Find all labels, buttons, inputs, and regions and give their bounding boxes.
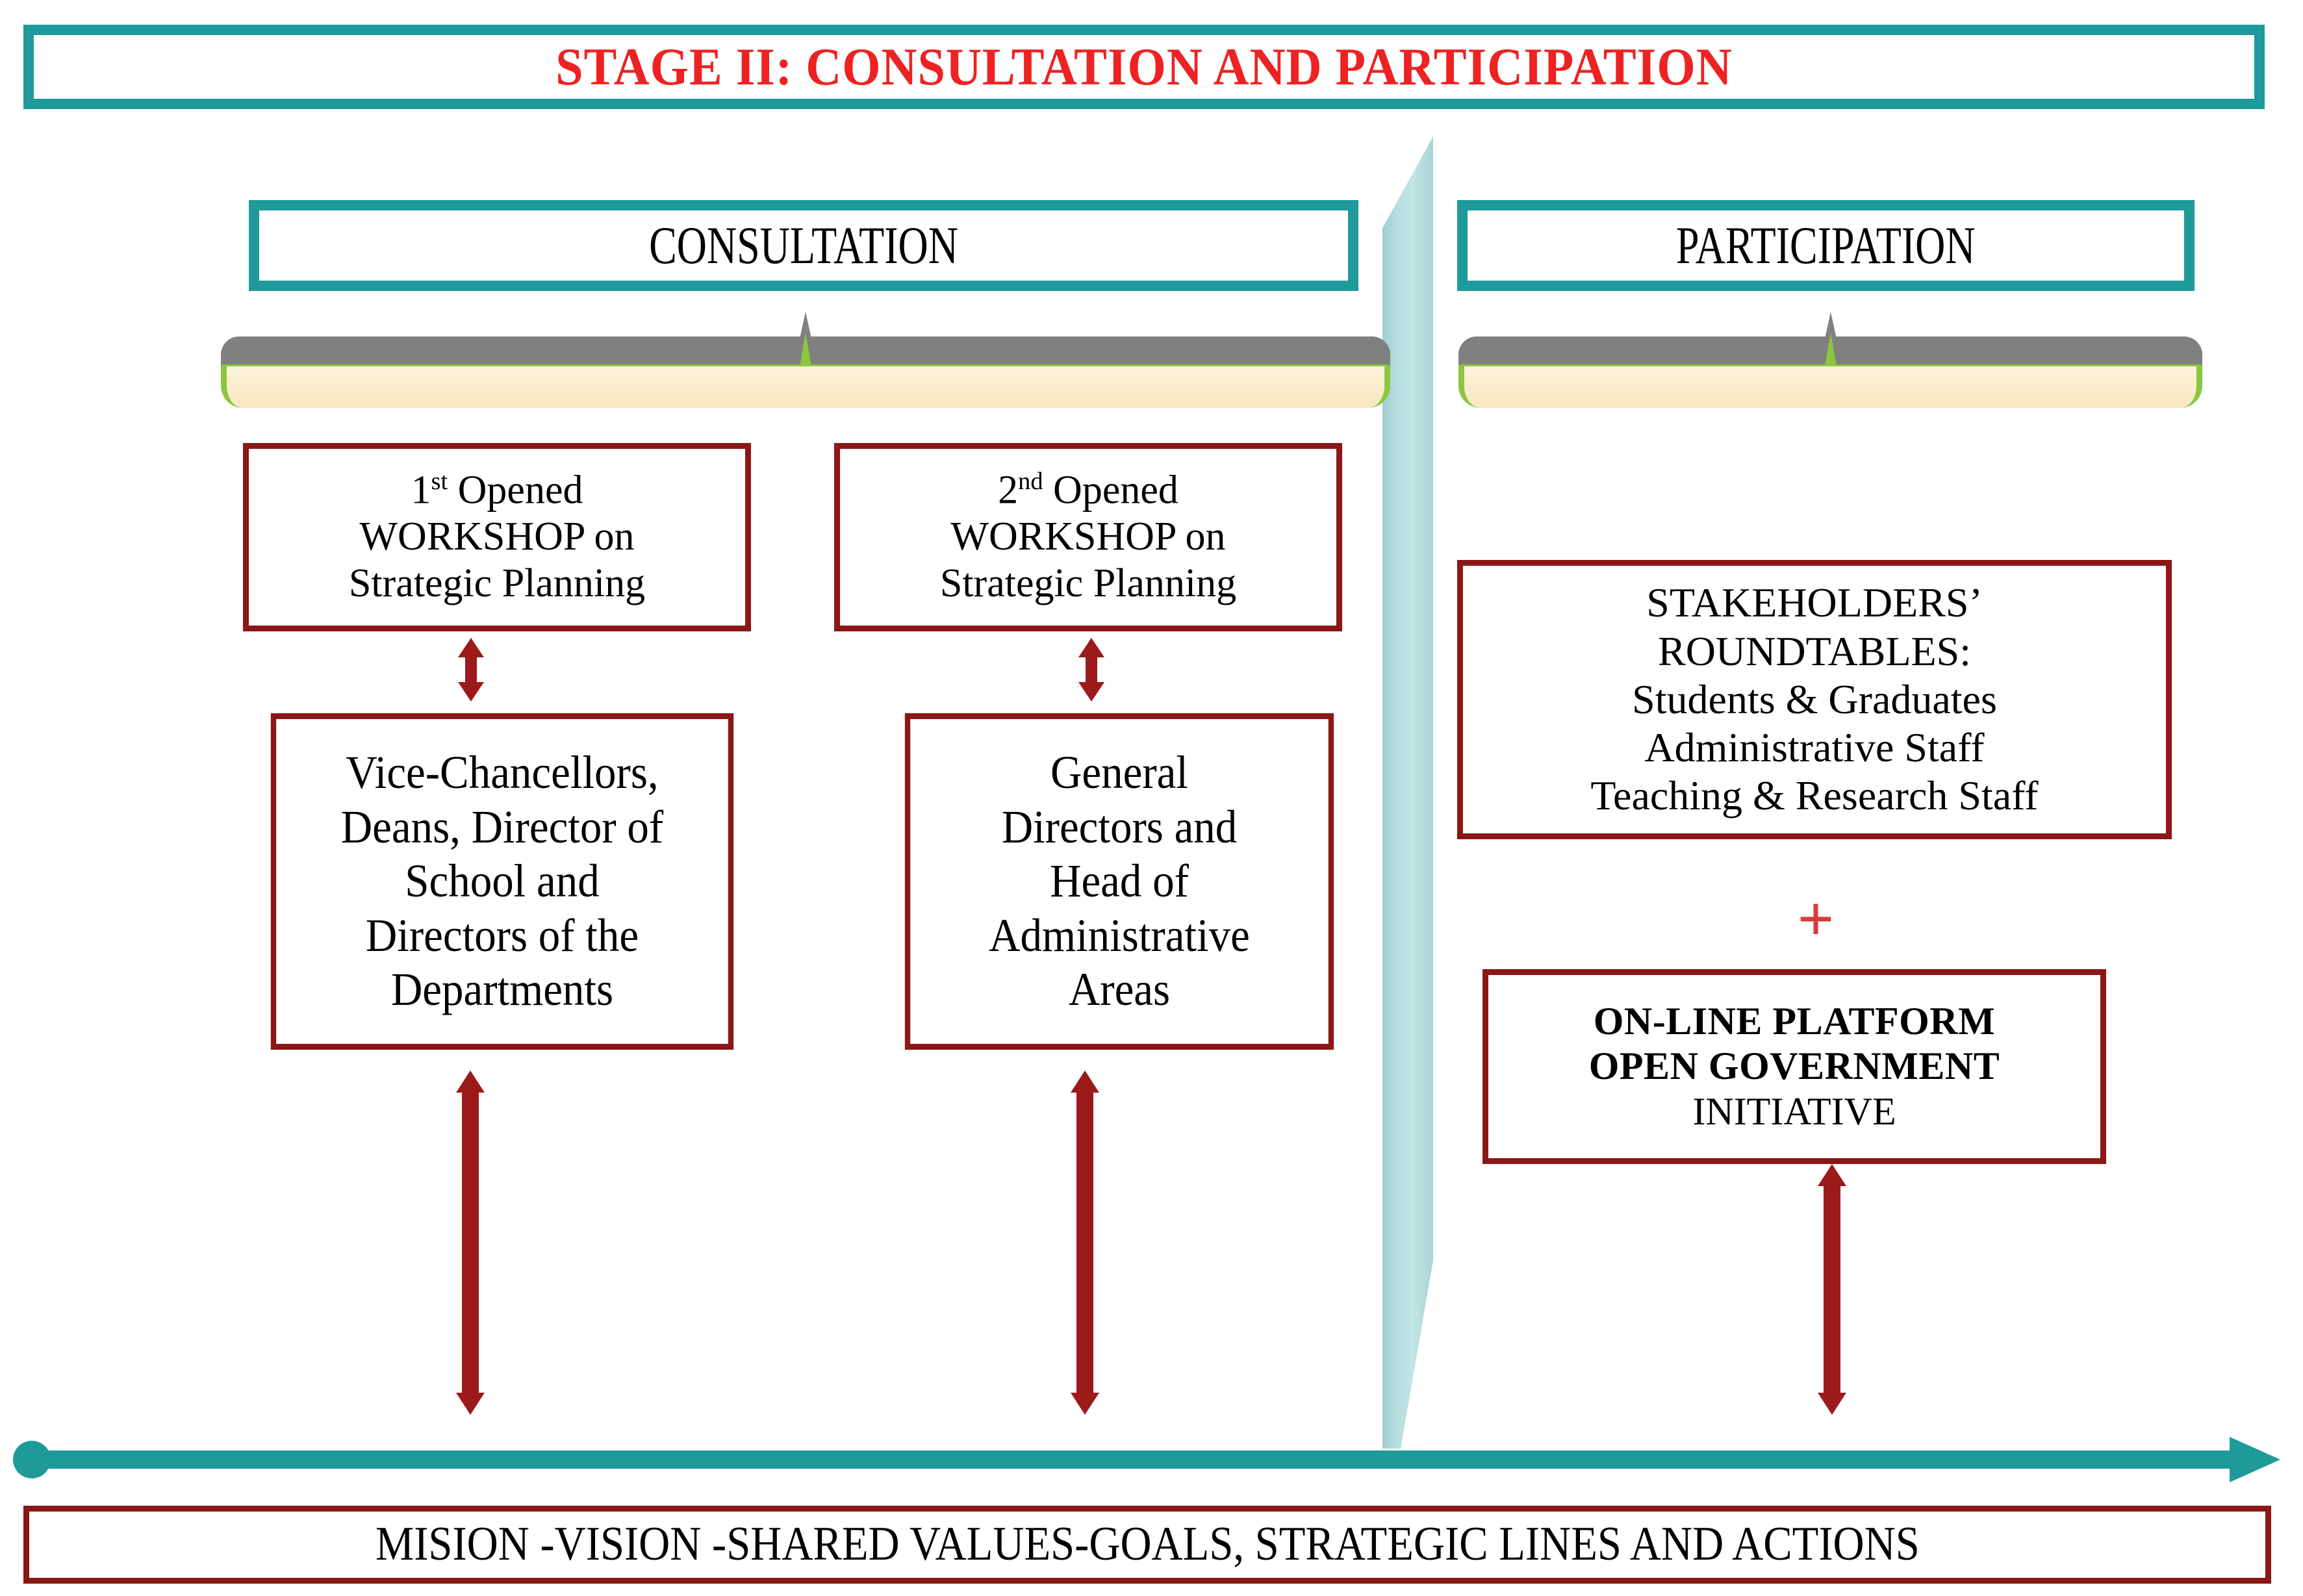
workshop-1-line-3: Strategic Planning <box>348 561 646 606</box>
workshop-1-line-1: 1st Opened <box>411 467 583 513</box>
stakeholders-line-5: Teaching & Research Staff <box>1590 772 2039 819</box>
double-arrow-icon-long-2 <box>1071 1070 1099 1415</box>
arrow-shaft <box>1076 1090 1093 1395</box>
workshop-2-line-2: WORKSHOP on <box>950 514 1226 559</box>
arrow-shaft <box>462 1090 479 1395</box>
platform-line-2: OPEN GOVERNMENT <box>1588 1045 2000 1088</box>
ribbon-graphic-left <box>221 312 1390 408</box>
divider-column-face <box>1382 136 1433 1449</box>
participants-2-line-3: Head of <box>1050 855 1189 907</box>
stakeholders-line-1: STAKEHOLDERS’ <box>1646 579 1983 626</box>
stakeholders-line-2: ROUNDTABLES: <box>1658 627 1971 674</box>
participants-1-line-1: Vice-Chancellors, <box>346 746 659 799</box>
participants-1-line-2: Deans, Director of <box>340 800 664 853</box>
arrow-head-up <box>1818 1164 1846 1186</box>
arrow-head-up <box>1071 1070 1099 1093</box>
double-arrow-icon-long-3 <box>1818 1164 1846 1415</box>
participants-box-1: Vice-Chancellors, Deans, Director of Sch… <box>270 713 734 1050</box>
workshop-box-2: 2nd Opened WORKSHOP on Strategic Plannin… <box>834 443 1342 631</box>
section-header-consultation: CONSULTATION <box>249 200 1358 291</box>
workshop-1-line-2: WORKSHOP on <box>359 514 635 559</box>
section-label-participation: PARTICIPATION <box>1676 216 1976 275</box>
workshop-2-line-1: 2nd Opened <box>998 467 1178 513</box>
timeline-arrow <box>13 1437 2280 1482</box>
participants-box-2: General Directors and Head of Administra… <box>904 713 1334 1050</box>
page-title: STAGE II: CONSULTATION AND PARTICIPATION <box>555 37 1733 96</box>
arrow-head-down <box>458 682 484 702</box>
arrow-head-up <box>456 1070 485 1093</box>
ribbon-cream-band <box>1458 366 2202 408</box>
participants-2-line-2: Directors and <box>1001 800 1238 853</box>
platform-line-1: ON-LINE PLATFORM <box>1593 999 1996 1043</box>
stakeholders-line-3: Students & Graduates <box>1632 676 1997 722</box>
online-platform-box: ON-LINE PLATFORM OPEN GOVERNMENT INITIAT… <box>1482 969 2106 1164</box>
arrow-shaft <box>1086 655 1097 685</box>
timeline-shaft <box>44 1450 2232 1469</box>
participants-2-line-1: General <box>1050 746 1188 799</box>
arrow-head-down <box>1078 682 1104 702</box>
participants-1-line-5: Departments <box>390 963 614 1016</box>
ribbon-graphic-right <box>1458 312 2202 408</box>
section-header-participation: PARTICIPATION <box>1457 200 2195 291</box>
double-arrow-icon-long-1 <box>456 1070 485 1415</box>
participants-2-line-5: Areas <box>1068 963 1171 1016</box>
participants-2-line-4: Administrative <box>989 909 1250 961</box>
platform-line-3: INITIATIVE <box>1692 1089 1896 1133</box>
arrow-shaft <box>465 655 477 685</box>
ribbon-green-spike-icon <box>1824 333 1837 366</box>
arrow-head-down <box>456 1393 485 1415</box>
arrow-head-down <box>1818 1393 1846 1415</box>
ribbon-green-spike-icon <box>800 333 811 366</box>
double-arrow-icon-workshop-2 <box>1078 638 1104 702</box>
outcome-label: MISION -VISION -SHARED VALUES-GOALS, STR… <box>375 1517 1920 1571</box>
stage-title-box: STAGE II: CONSULTATION AND PARTICIPATION <box>23 25 2265 109</box>
participants-1-line-4: Directors of the <box>365 909 639 961</box>
stakeholders-line-4: Administrative Staff <box>1644 724 1985 771</box>
arrow-head-up <box>458 638 484 657</box>
double-arrow-icon-workshop-1 <box>458 638 484 702</box>
plus-icon: + <box>1797 883 1835 955</box>
stakeholders-roundtables-box: STAKEHOLDERS’ ROUNDTABLES: Students & Gr… <box>1457 560 2172 839</box>
workshop-box-1: 1st Opened WORKSHOP on Strategic Plannin… <box>243 443 751 631</box>
arrow-shaft <box>1824 1184 1840 1395</box>
arrow-head-up <box>1078 638 1104 657</box>
section-label-consultation: CONSULTATION <box>649 216 958 275</box>
workshop-2-line-3: Strategic Planning <box>939 561 1237 606</box>
timeline-arrow-head-icon <box>2230 1437 2280 1482</box>
participants-1-line-3: School and <box>405 855 600 907</box>
ribbon-cream-band <box>221 366 1390 408</box>
outcome-box: MISION -VISION -SHARED VALUES-GOALS, STR… <box>23 1506 2271 1584</box>
column-divider <box>1382 136 1433 1449</box>
arrow-head-down <box>1071 1393 1099 1415</box>
